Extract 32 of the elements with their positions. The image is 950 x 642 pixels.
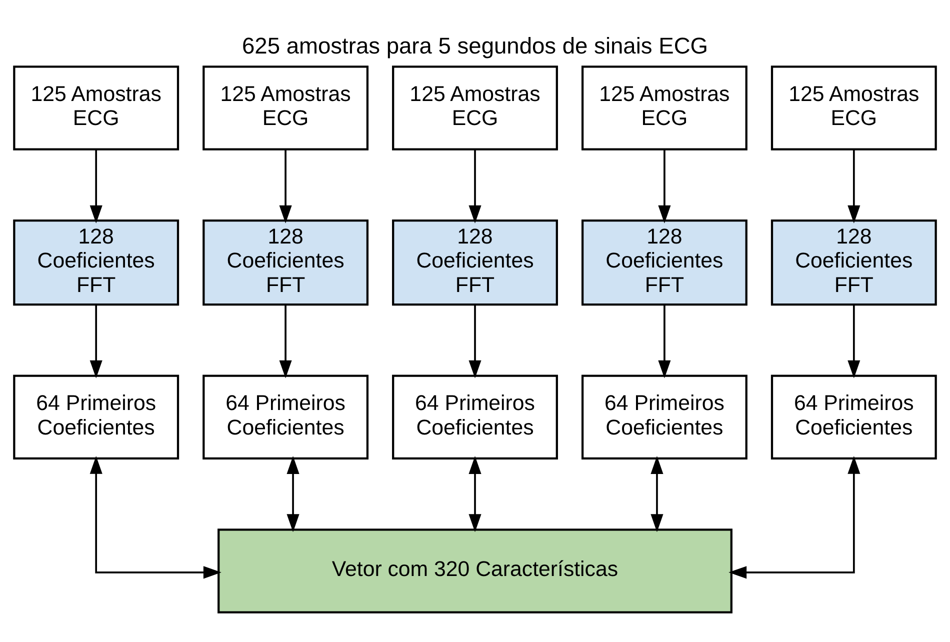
node-box: Vetor com 320 Características [218, 528, 732, 614]
node-box: 125 Amostras ECG [202, 66, 369, 150]
arrow [468, 304, 482, 378]
node-box: 64 Primeiros Coeficientes [392, 374, 558, 460]
arrow [279, 304, 292, 378]
node-box: 128 Coeficientes FFT [770, 220, 937, 306]
node-box: 128 Coeficientes FFT [392, 220, 558, 306]
node-box: 128 Coeficientes FFT [202, 220, 369, 306]
arrow [848, 149, 860, 224]
arrow [90, 149, 102, 224]
arrow [286, 456, 300, 532]
arrow [848, 304, 860, 378]
node-box: 128 Coeficientes FFT [581, 220, 748, 306]
diagram-title: 625 amostras para 5 segundos de sinais ECG [242, 32, 708, 59]
arrow [658, 149, 671, 224]
node-box: 64 Primeiros Coeficientes [581, 374, 748, 460]
arrow [728, 456, 860, 579]
node-box: 125 Amostras ECG [581, 66, 748, 150]
arrow [658, 304, 671, 378]
node-box: 125 Amostras ECG [770, 66, 937, 150]
node-box: 64 Primeiros Coeficientes [770, 374, 937, 460]
node-box: 125 Amostras ECG [392, 66, 558, 150]
arrow [90, 456, 222, 579]
arrow [468, 149, 482, 224]
arrow [279, 149, 292, 224]
node-box: 64 Primeiros Coeficientes [202, 374, 369, 460]
arrow [90, 304, 102, 378]
node-box: 64 Primeiros Coeficientes [13, 374, 180, 460]
arrow [650, 456, 664, 532]
node-box: 128 Coeficientes FFT [13, 220, 180, 306]
node-box: 125 Amostras ECG [13, 66, 180, 150]
arrow [468, 456, 482, 532]
